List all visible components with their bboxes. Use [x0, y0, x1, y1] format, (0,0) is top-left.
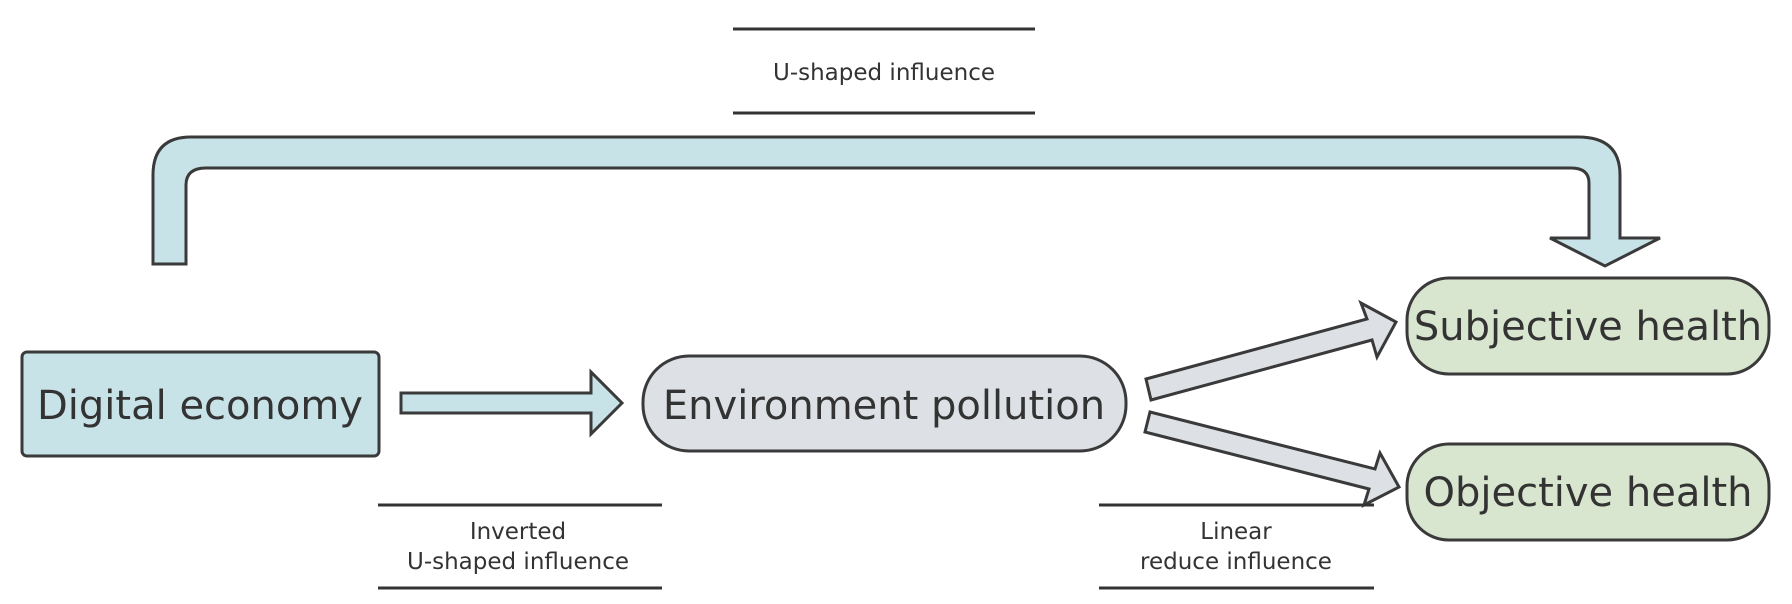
economy-to-pollution-arrow	[399, 368, 625, 438]
environment-pollution-label: Environment pollution	[663, 383, 1105, 429]
subjective-health-label: Subjective health	[1414, 304, 1762, 350]
pollution-to-health-label-line2: reduce influence	[1140, 549, 1332, 575]
objective-health-node: Objective health	[1405, 442, 1771, 542]
digital-economy-node: Digital economy	[20, 350, 381, 458]
direct-effect-label-group: U-shaped influence	[733, 27, 1035, 115]
economy-to-pollution-label-line2: U-shaped influence	[407, 549, 629, 575]
economy-to-pollution-label-group: Inverted U-shaped influence	[378, 503, 662, 590]
pollution-to-subjective-arrow	[1144, 299, 1399, 402]
environment-pollution-node: Environment pollution	[641, 354, 1128, 453]
objective-health-label: Objective health	[1423, 470, 1752, 516]
subjective-health-node: Subjective health	[1405, 276, 1771, 376]
economy-to-pollution-label-line1: Inverted	[470, 519, 566, 545]
digital-economy-label: Digital economy	[37, 383, 363, 429]
direct-effect-arrow	[151, 135, 1661, 268]
pollution-to-health-label-group: Linear reduce influence	[1099, 503, 1374, 590]
pollution-to-objective-arrow	[1143, 410, 1402, 508]
direct-effect-label: U-shaped influence	[773, 60, 995, 86]
pollution-to-health-label-line1: Linear	[1200, 519, 1272, 545]
